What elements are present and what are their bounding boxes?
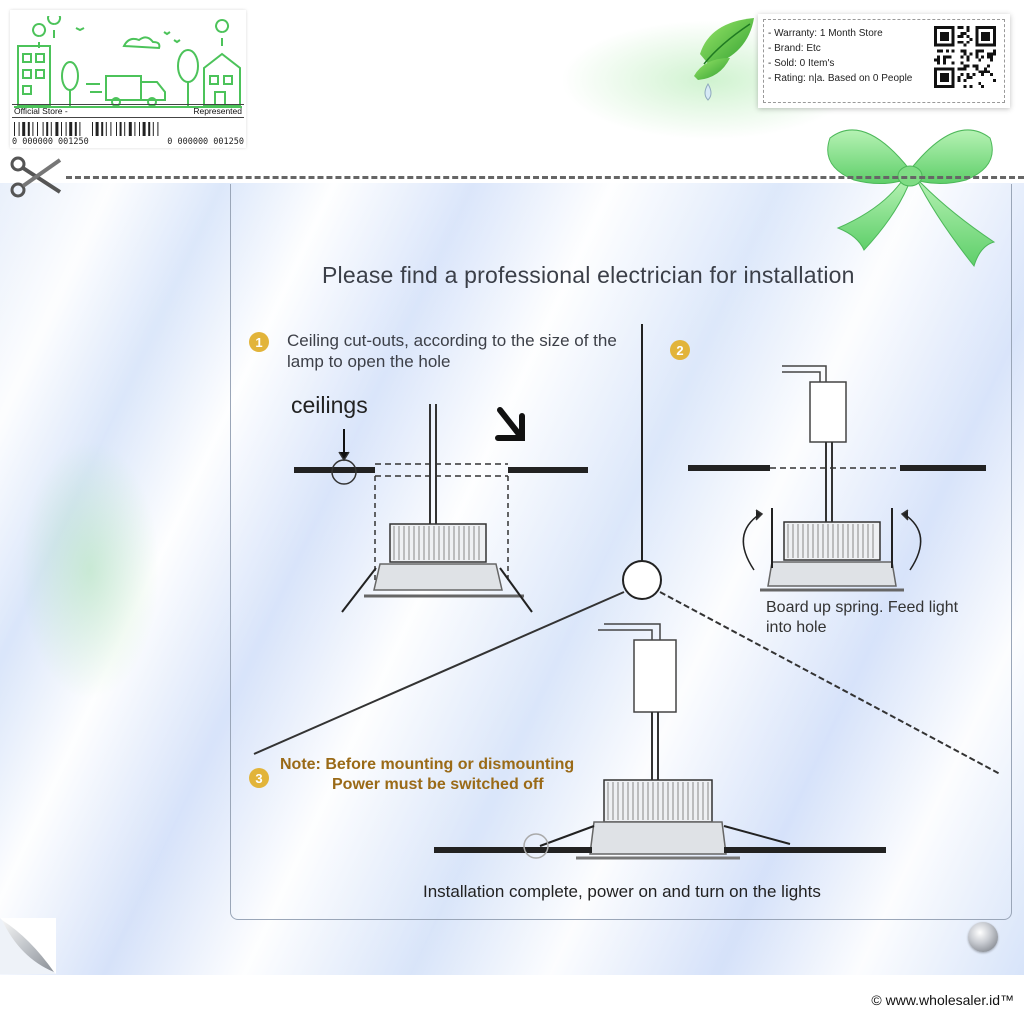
qr-code-icon [934, 26, 996, 88]
diagram-panel [230, 184, 1012, 920]
barcode-icon [14, 122, 159, 136]
step3-badge: 3 [249, 768, 269, 788]
power-note-line2: Power must be switched off [332, 776, 544, 793]
warranty-text: - Warranty: 1 Month Store [768, 28, 883, 39]
step1-text: Ceiling cut-outs, according to the size … [287, 331, 617, 371]
barcode-number-left: 0 000000 001250 [12, 137, 89, 147]
diagram-title: Please find a professional electrician f… [322, 262, 855, 288]
leaf-icon [694, 18, 754, 101]
rating-text: - Rating: n|a. Based on 0 People [768, 73, 913, 84]
power-note: Note: Before mounting or dismounting Pow… [280, 755, 640, 795]
store-official-label: Official Store - [14, 106, 68, 116]
bow-icon [827, 129, 996, 268]
store-represented-label: Represented [193, 106, 242, 116]
ceilings-label: ceilings [291, 392, 368, 418]
store-labels: Official Store - Represented [12, 104, 244, 118]
product-info-card: - Warranty: 1 Month Store - Brand: Etc -… [758, 14, 1010, 108]
brand-text: - Brand: Etc [768, 43, 821, 54]
copyright-text: © www.wholesaler.id™ [871, 992, 1014, 1008]
green-glow [20, 440, 160, 700]
scissors-icon[interactable] [8, 156, 62, 200]
step2-badge: 2 [670, 340, 690, 360]
bottom-strip [0, 975, 1024, 1024]
knob-icon [968, 922, 998, 952]
barcode-number-right: 0 000000 001250 [167, 137, 244, 147]
step3-text: Installation complete, power on and turn… [423, 882, 821, 901]
info-lines: - Warranty: 1 Month Store - Brand: Etc -… [768, 26, 912, 86]
step1-badge: 1 [249, 332, 269, 352]
info-card-border [763, 19, 1005, 103]
power-note-line1: Note: Before mounting or dismounting [280, 756, 575, 773]
page-curl-icon [0, 918, 56, 974]
barcode-numbers: 0 000000 001250 0 000000 001250 [12, 137, 244, 147]
installation-diagram [253, 324, 1001, 860]
cut-line [66, 176, 1024, 179]
sold-text: - Sold: 0 Item's [768, 58, 835, 69]
store-illustration-icon [14, 16, 242, 108]
store-card: Official Store - Represented 0 000000 00… [10, 10, 246, 148]
step2-text: Board up spring. Feed light into hole [766, 599, 959, 636]
